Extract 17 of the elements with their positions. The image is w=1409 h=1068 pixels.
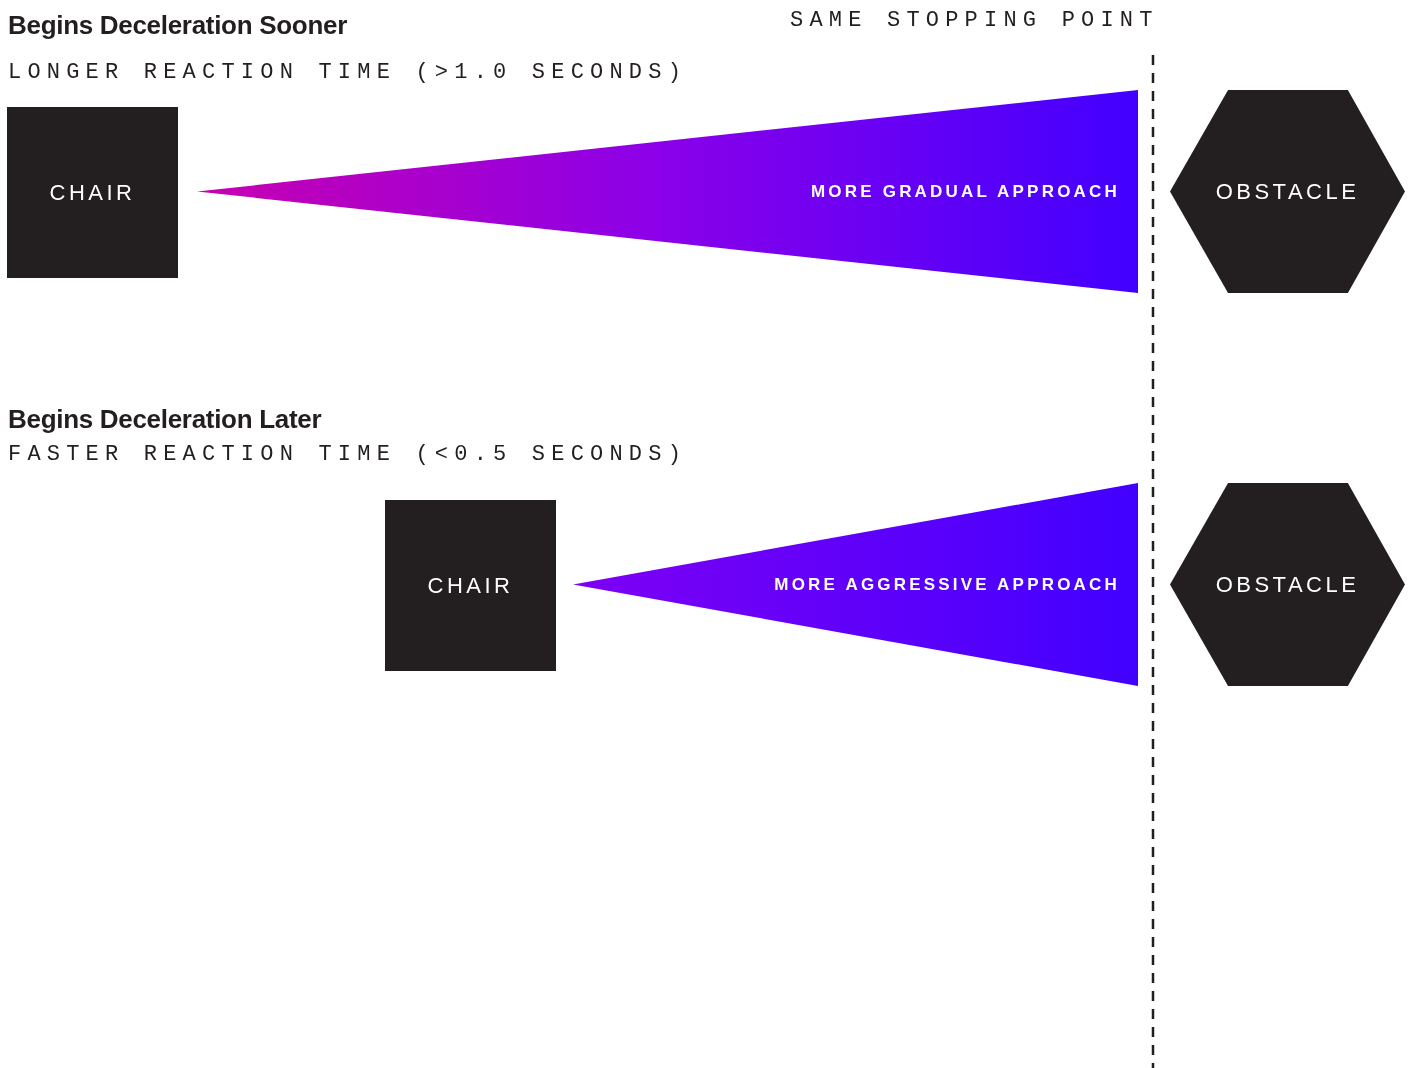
chair-box <box>385 500 556 671</box>
chair-label: CHAIR <box>49 179 136 206</box>
chair-label: CHAIR <box>427 572 514 599</box>
obstacle-hexagon <box>1170 90 1405 293</box>
stopping-point-label: SAME STOPPING POINT <box>790 8 1159 33</box>
reaction-time-label: FASTER REACTION TIME (<0.5 SECONDS) <box>8 442 688 467</box>
obstacle-hexagon <box>1170 483 1405 686</box>
obstacle-label: OBSTACLE <box>1215 178 1360 205</box>
approach-label: MORE GRADUAL APPROACH <box>811 181 1120 202</box>
deceleration-wedge <box>573 483 1138 686</box>
reaction-time-label: LONGER REACTION TIME (>1.0 SECONDS) <box>8 60 688 85</box>
chair-box <box>7 107 178 278</box>
deceleration-wedge <box>197 90 1138 293</box>
section-heading: Begins Deceleration Sooner <box>8 10 347 41</box>
obstacle-label: OBSTACLE <box>1215 571 1360 598</box>
approach-label: MORE AGGRESSIVE APPROACH <box>774 574 1120 595</box>
section-heading: Begins Deceleration Later <box>8 404 322 435</box>
